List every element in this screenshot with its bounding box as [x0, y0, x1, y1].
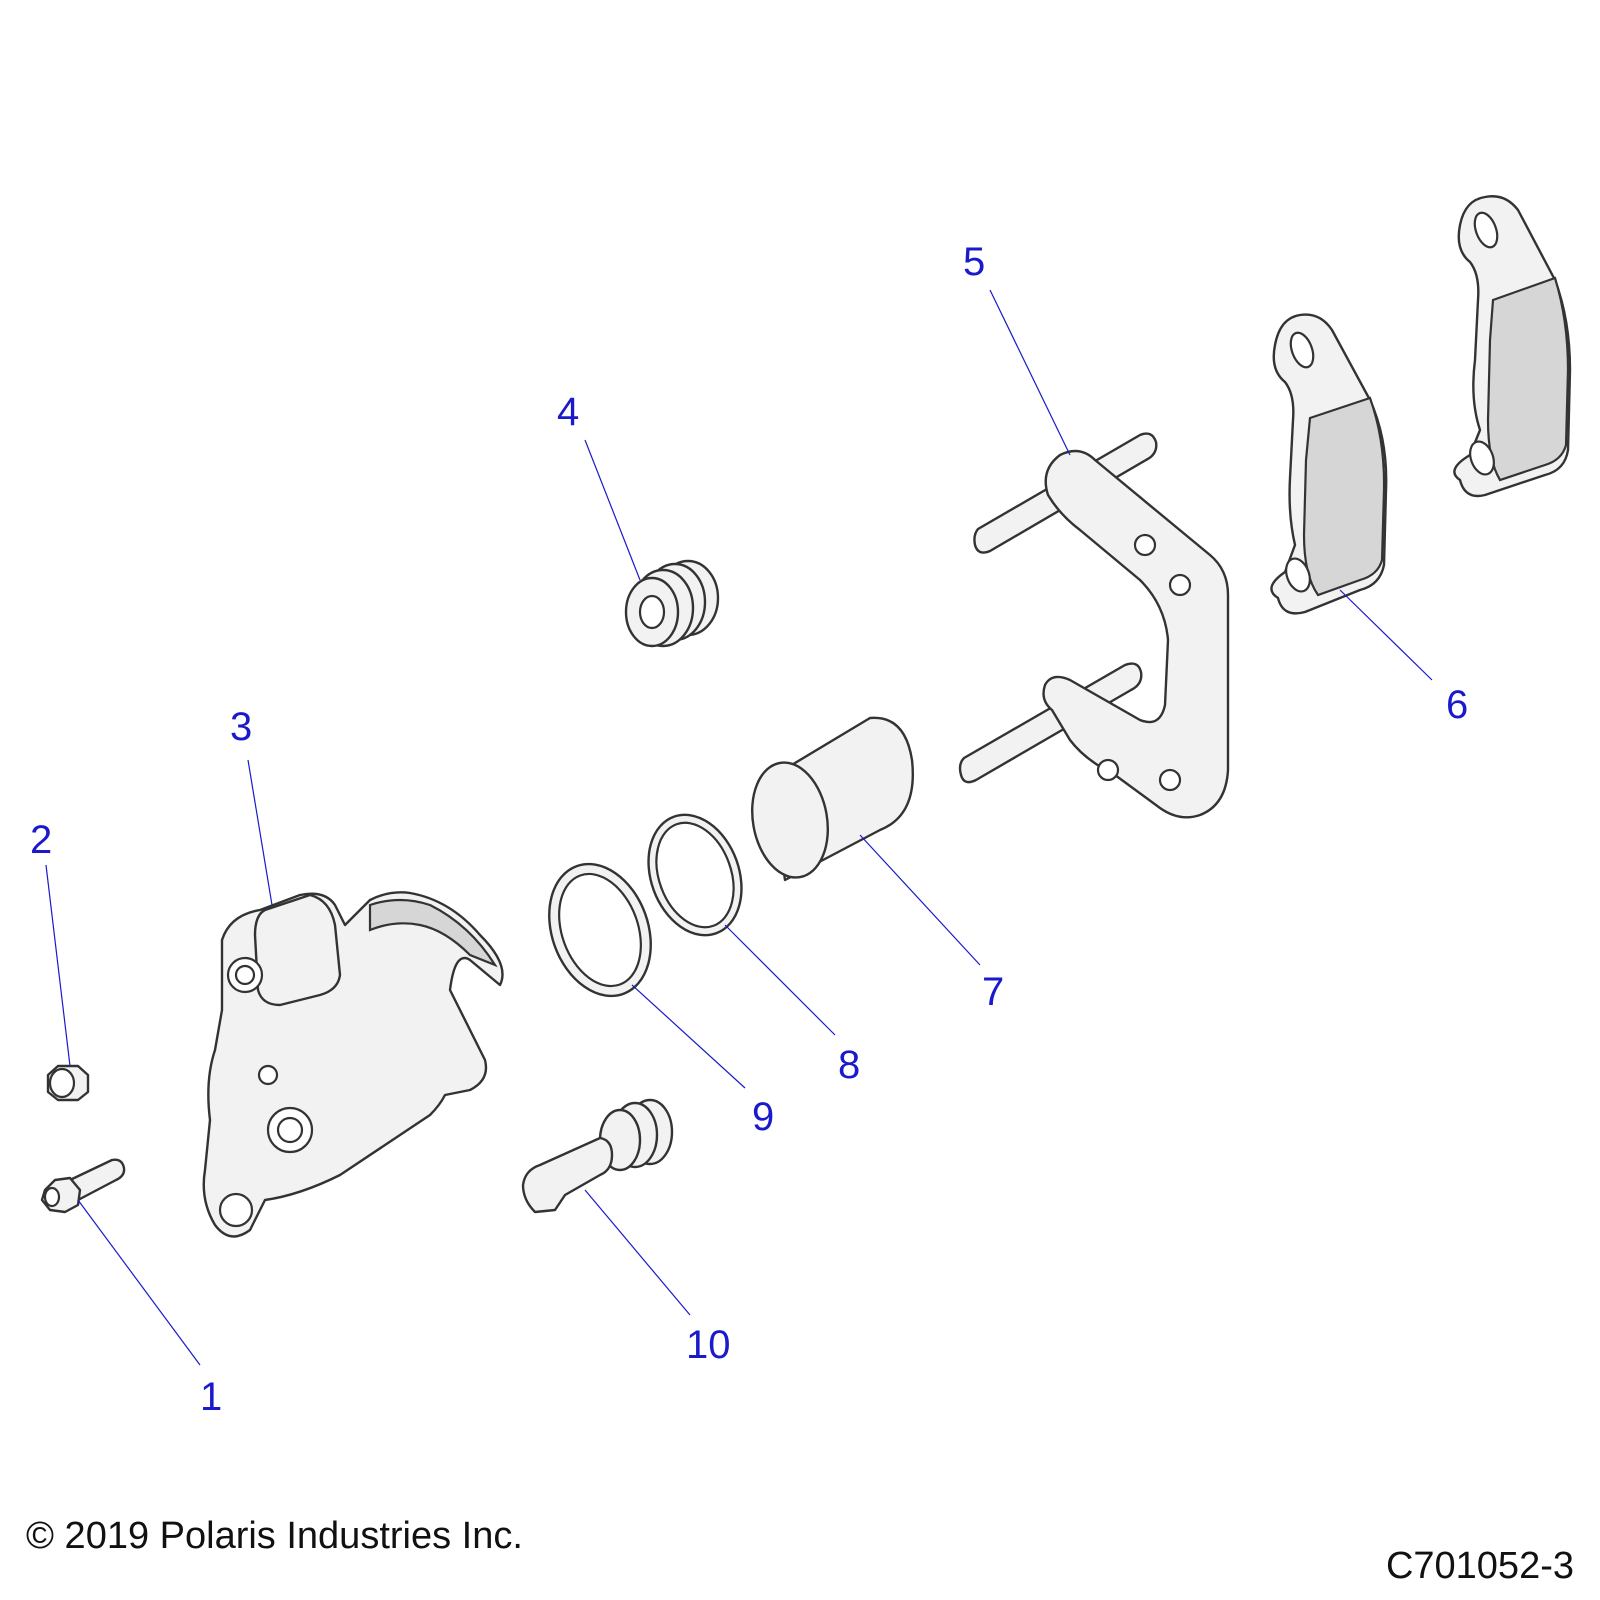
callout-8: 8: [838, 1043, 860, 1087]
callout-7: 7: [982, 970, 1004, 1014]
leader-line-5: [989, 289, 1071, 456]
callout-3: 3: [230, 705, 252, 749]
leader-line-7: [859, 834, 981, 966]
copyright-notice: © 2019 Polaris Industries Inc.: [26, 1515, 523, 1557]
part-6-brake-pad-front: [1270, 313, 1388, 615]
part-9-seal: [548, 862, 652, 998]
part-4-pin-boot: [624, 559, 720, 648]
part-1-bleeder-screw: [40, 1158, 126, 1214]
callout-1: 1: [200, 1375, 222, 1419]
callout-5: 5: [963, 240, 985, 284]
leader-line-3: [247, 759, 273, 906]
part-6-brake-pad-rear: [1453, 195, 1572, 498]
callout-2: 2: [30, 818, 52, 862]
part-3-caliper-body: [202, 891, 504, 1238]
leader-line-2: [45, 864, 71, 1067]
leader-line-4: [584, 439, 641, 581]
part-8-seal: [647, 813, 743, 937]
leader-line-6: [1339, 589, 1433, 681]
leader-line-8: [724, 924, 836, 1036]
part-10-slide-pin: [521, 1098, 674, 1214]
callout-4: 4: [557, 390, 579, 434]
part-2-plug: [46, 1064, 90, 1102]
part-7-piston: [750, 716, 914, 882]
leader-line-1: [77, 1199, 201, 1366]
callout-6: 6: [1446, 683, 1468, 727]
diagram-id: C701052-3: [1385, 1545, 1574, 1587]
leader-line-10: [584, 1189, 691, 1316]
part-5-caliper-bracket: [958, 432, 1230, 819]
leader-line-9: [631, 984, 746, 1089]
callout-9: 9: [752, 1095, 774, 1139]
callout-10: 10: [686, 1323, 731, 1367]
